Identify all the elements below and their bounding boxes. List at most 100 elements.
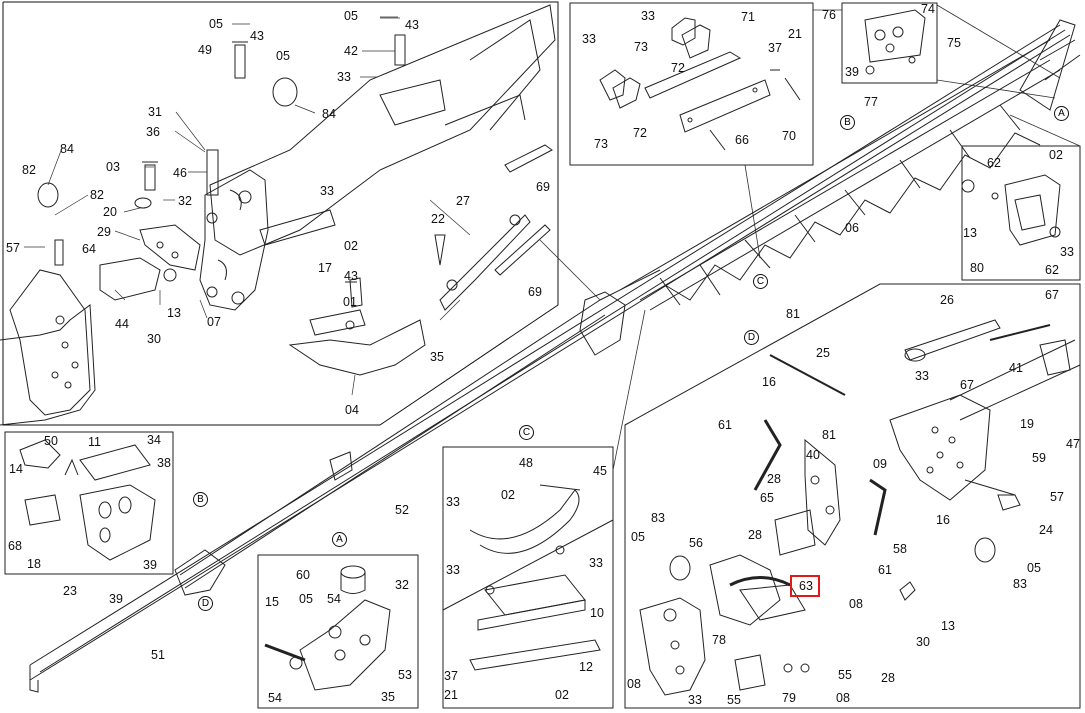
part-label: 43 — [250, 29, 264, 43]
part-label: 08 — [849, 597, 863, 611]
part-label: 05 — [299, 592, 313, 606]
part-label: 69 — [528, 285, 542, 299]
top-left-assembly — [0, 4, 556, 426]
part-label: 54 — [327, 592, 341, 606]
part-label: 54 — [268, 691, 282, 705]
part-label: 35 — [430, 350, 444, 364]
part-label: 62 — [987, 156, 1001, 170]
top-center-parts — [599, 17, 801, 151]
part-label: 07 — [207, 315, 221, 329]
part-label: 57 — [6, 241, 20, 255]
view-b-header: B — [193, 492, 208, 507]
part-label: 72 — [671, 61, 685, 75]
part-label: 02 — [501, 488, 515, 502]
part-label: 78 — [712, 633, 726, 647]
part-label: 13 — [963, 226, 977, 240]
part-label: 67 — [1045, 288, 1059, 302]
part-label: 84 — [322, 107, 336, 121]
view-d-callout: D — [198, 596, 213, 611]
view-b-callout: B — [840, 115, 855, 130]
top-right-a-parts — [864, 9, 926, 75]
frame-left-b — [4, 431, 174, 575]
part-label: 32 — [395, 578, 409, 592]
part-label: 64 — [82, 242, 96, 256]
part-label: 45 — [593, 464, 607, 478]
part-label: 63 — [799, 579, 813, 593]
part-label: 20 — [103, 205, 117, 219]
part-label: 17 — [318, 261, 332, 275]
part-label: 37 — [444, 669, 458, 683]
part-label: 33 — [320, 184, 334, 198]
part-label: 01 — [343, 295, 357, 309]
part-label: 73 — [594, 137, 608, 151]
part-label: 05 — [209, 17, 223, 31]
part-label: 72 — [633, 126, 647, 140]
part-label: 06 — [845, 221, 859, 235]
part-label: 79 — [782, 691, 796, 705]
frame-right-b — [961, 145, 1081, 281]
part-label: 26 — [940, 293, 954, 307]
part-label: 33 — [688, 693, 702, 707]
part-label: 81 — [786, 307, 800, 321]
part-label: 02 — [344, 239, 358, 253]
part-label: 41 — [1009, 361, 1023, 375]
part-label: 33 — [589, 556, 603, 570]
part-label: 71 — [741, 10, 755, 24]
part-label: 44 — [115, 317, 129, 331]
part-label: 18 — [27, 557, 41, 571]
part-label: 05 — [1027, 561, 1041, 575]
part-label: 80 — [970, 261, 984, 275]
part-label: 65 — [760, 491, 774, 505]
view-c-header: C — [519, 425, 534, 440]
right-b-parts — [961, 174, 1061, 246]
part-label: 13 — [941, 619, 955, 633]
part-label: 76 — [822, 8, 836, 22]
part-label: 19 — [1020, 417, 1034, 431]
part-label: 75 — [947, 36, 961, 50]
part-label: 42 — [344, 44, 358, 58]
part-label: 40 — [806, 448, 820, 462]
left-b-parts — [19, 439, 156, 561]
part-label: 59 — [1032, 451, 1046, 465]
part-label: 28 — [881, 671, 895, 685]
part-label: 33 — [582, 32, 596, 46]
part-label: 37 — [768, 41, 782, 55]
part-label: 51 — [151, 648, 165, 662]
part-label: 43 — [405, 18, 419, 32]
part-label: 08 — [836, 691, 850, 705]
part-label: 49 — [198, 43, 212, 57]
part-label: 39 — [143, 558, 157, 572]
part-label: 33 — [915, 369, 929, 383]
part-label: 55 — [838, 668, 852, 682]
part-label: 13 — [167, 306, 181, 320]
frame-top-right-a — [841, 2, 938, 84]
part-label: 16 — [936, 513, 950, 527]
part-label: 83 — [1013, 577, 1027, 591]
part-label: 09 — [873, 457, 887, 471]
part-label: 46 — [173, 166, 187, 180]
frame-detail-d — [624, 283, 1081, 709]
part-label: 84 — [60, 142, 74, 156]
part-label: 02 — [1049, 148, 1063, 162]
part-label: 02 — [555, 688, 569, 702]
part-label: 33 — [446, 495, 460, 509]
part-label: 30 — [916, 635, 930, 649]
part-label: 69 — [536, 180, 550, 194]
part-label: 22 — [431, 212, 445, 226]
part-label: 38 — [157, 456, 171, 470]
bottom-a-parts — [264, 565, 391, 691]
part-label: 50 — [44, 434, 58, 448]
part-label: 56 — [689, 536, 703, 550]
part-label: 31 — [148, 105, 162, 119]
part-label: 25 — [816, 346, 830, 360]
part-label: 27 — [456, 194, 470, 208]
part-label: 77 — [864, 95, 878, 109]
part-label: 30 — [147, 332, 161, 346]
part-label: 35 — [381, 690, 395, 704]
part-label: 66 — [735, 133, 749, 147]
part-label: 28 — [748, 528, 762, 542]
part-label: 21 — [444, 688, 458, 702]
part-label: 10 — [590, 606, 604, 620]
part-label: 39 — [109, 592, 123, 606]
